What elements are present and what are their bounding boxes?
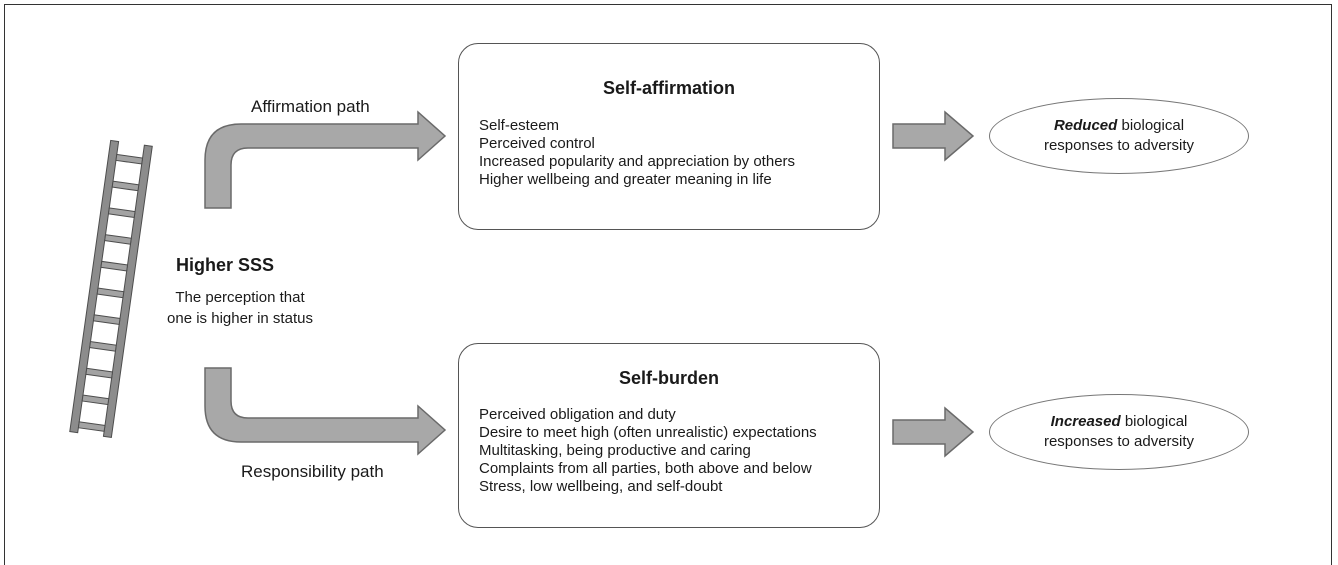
reduced-outcome-line2: responses to adversity: [1043, 137, 1195, 154]
increased-outcome-line1: Increased biological: [1051, 412, 1188, 432]
reduced-outcome-line1: Reduced biological: [1054, 116, 1184, 136]
reduced-emphasis: Reduced: [1053, 117, 1118, 134]
list-item: Higher wellbeing and greater meaning in …: [479, 171, 772, 188]
list-item: Complaints from all parties, both above …: [479, 460, 812, 477]
self-affirmation-list: Self-esteem Perceived control Increased …: [479, 117, 795, 189]
list-item: Multitasking, being productive and carin…: [479, 442, 751, 459]
self-burden-box: Self-burden Perceived obligation and dut…: [458, 343, 880, 528]
increased-outcome-rest: biological: [1120, 413, 1188, 430]
self-burden-title: Self-burden: [618, 368, 719, 388]
reduced-outcome-ellipse: Reduced biological responses to adversit…: [989, 98, 1249, 174]
increased-emphasis: Increased: [1050, 413, 1121, 430]
self-affirmation-title: Self-affirmation: [602, 78, 735, 98]
list-item: Desire to meet high (often unrealistic) …: [479, 424, 817, 441]
arrow-to-increased: [892, 406, 975, 458]
sss-title: Higher SSS: [176, 255, 275, 275]
figure-frame: [4, 4, 1332, 565]
affirmation-path-label: Affirmation path: [251, 97, 370, 116]
list-item: Increased popularity and appreciation by…: [479, 153, 796, 170]
increased-outcome-ellipse: Increased biological responses to advers…: [989, 394, 1249, 470]
sss-description-line: one is higher in status: [167, 310, 313, 327]
responsibility-path-arrow: [204, 367, 447, 456]
ladder-icon: [69, 139, 153, 438]
affirmation-path-arrow: [204, 110, 447, 209]
reduced-outcome-rest: biological: [1117, 117, 1185, 134]
arrow-to-reduced: [892, 110, 975, 162]
self-burden-list: Perceived obligation and duty Desire to …: [479, 406, 817, 496]
increased-outcome-line2: responses to adversity: [1043, 433, 1195, 450]
list-item: Self-esteem: [479, 117, 560, 134]
sss-description: The perception that one is higher in sta…: [160, 287, 320, 329]
sss-description-line: The perception that: [175, 289, 305, 306]
list-item: Perceived control: [479, 135, 595, 152]
list-item: Stress, low wellbeing, and self-doubt: [479, 478, 723, 495]
responsibility-path-label: Responsibility path: [241, 462, 384, 481]
self-affirmation-box: Self-affirmation Self-esteem Perceived c…: [458, 43, 880, 230]
list-item: Perceived obligation and duty: [479, 406, 676, 423]
